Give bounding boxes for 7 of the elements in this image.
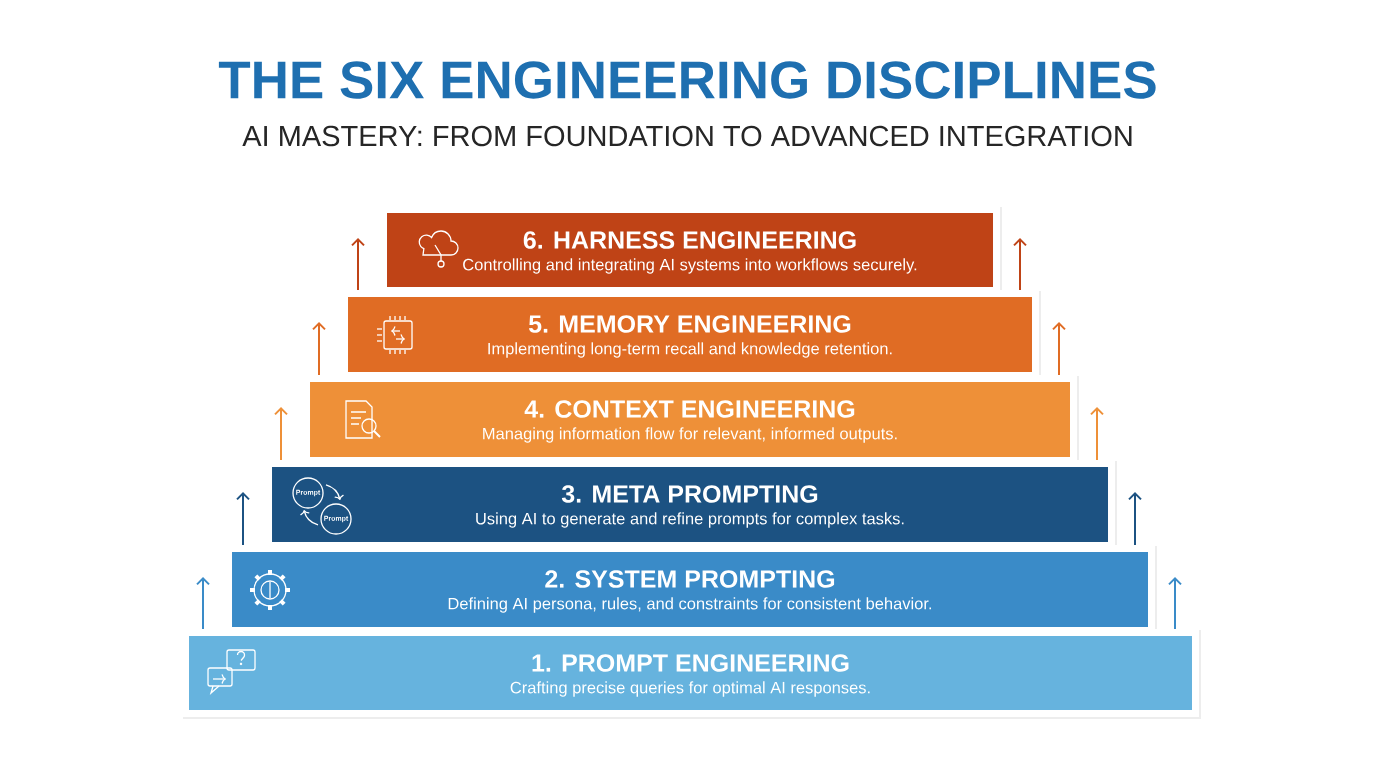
step-box: 1. PROMPT ENGINEERING Crafting precise queries for optimal AI responses. — [182, 629, 1201, 719]
step-box: 4. CONTEXT ENGINEERING Managing information flow for relevant, informed outputs. — [303, 375, 1079, 466]
step-box: 5. MEMORY ENGINEERING Implementing long-term recall and knowledge retention. — [341, 290, 1041, 381]
title: THE SIX ENGINEERING DISCIPLINES — [218, 61, 1156, 99]
step-box: 6. HARNESS ENGINEERING Controlling and integrating AI systems into workflows securely. — [380, 206, 1002, 296]
step-box: 2. SYSTEM PROMPTING Defining AI persona, rules, and constraints for consistent behavior. — [225, 545, 1157, 636]
subtitle: AI MASTERY: FROM FOUNDATION TO ADVANCED INTEGRATION — [242, 125, 1132, 147]
